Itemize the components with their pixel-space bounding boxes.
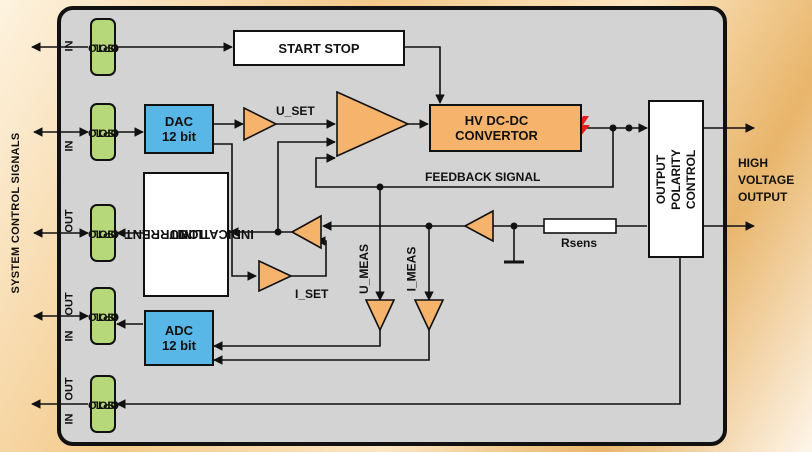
main-error-amplifier [336, 90, 410, 158]
feedback-signal-label: FEEDBACK SIGNAL [425, 170, 541, 184]
row4-in-label: IN [63, 330, 76, 342]
rsens-label: Rsens [561, 236, 598, 250]
row5-in-label: IN [63, 413, 76, 425]
u-meas-amplifier [364, 299, 396, 332]
i-set-label: I_SET [295, 287, 329, 301]
junction-dot [510, 222, 518, 230]
i-meas-amplifier [413, 299, 445, 332]
junction-dot [376, 183, 384, 191]
row5-out-label: OUT [63, 377, 76, 401]
sense-amplifier [463, 209, 494, 243]
junction-dot [625, 124, 633, 132]
u-meas-label: U_MEAS [357, 243, 372, 295]
row3-out-label: OUT [63, 209, 76, 233]
i-set-amplifier [258, 259, 293, 293]
row2-in-label: IN [63, 140, 76, 152]
junction-dot [609, 124, 617, 132]
u-set-label: U_SET [276, 104, 315, 118]
start-stop-block: START STOP [233, 30, 405, 66]
junction-dot [274, 228, 282, 236]
row1-in-label: IN [63, 40, 76, 52]
rsens-resistor [543, 218, 617, 234]
output-polarity-control-block: OUTPUT POLARITY CONTROL [648, 100, 704, 258]
i-meas-label: I_MEAS [404, 246, 419, 292]
current-limit-amplifier [290, 214, 322, 250]
junction-dot [425, 222, 433, 230]
high-voltage-output-label: HIGH VOLTAGE OUTPUT [738, 156, 795, 204]
u-set-amplifier [243, 106, 278, 142]
row4-out-label: OUT [63, 292, 76, 316]
current-limit-indication-block: CURRENT LIMIT INDICATION [124, 172, 253, 297]
